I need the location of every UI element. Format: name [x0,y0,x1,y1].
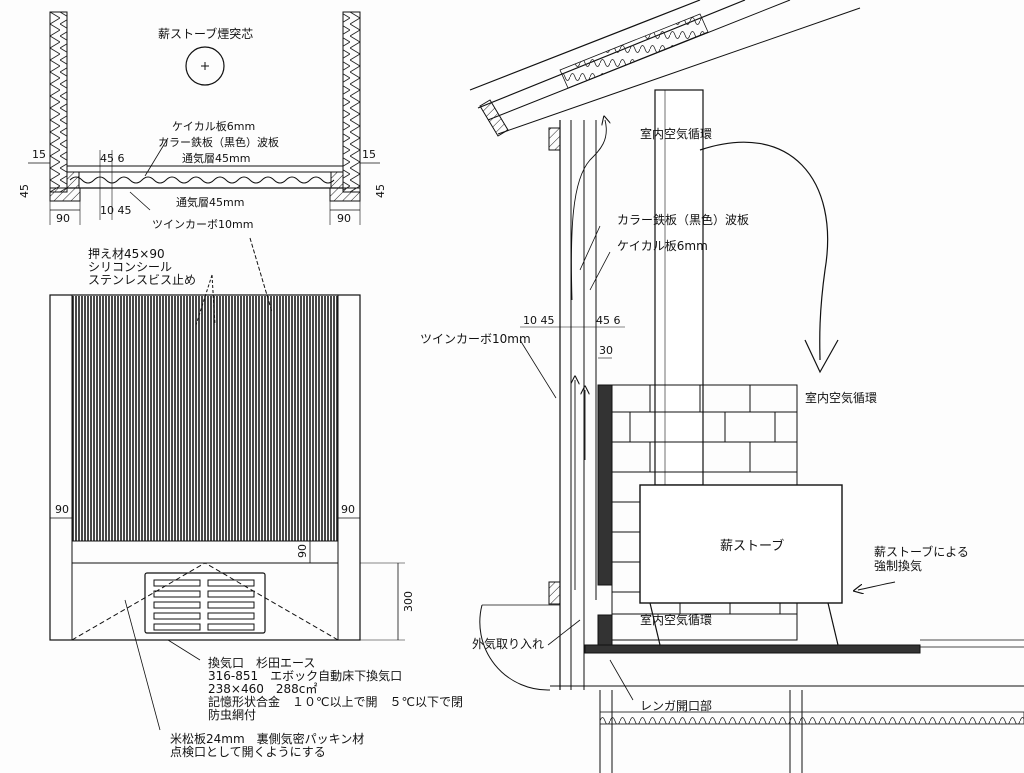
panel-note-block: 米松板24mm 裏側気密パッキン材 点検口として開くようにする [170,731,368,759]
chimney-center-label: 薪ストーブ煙突芯 [158,26,253,41]
plan-dim-15-right: 15 [362,148,376,161]
plan-twin-label: ツインカーボ10mm [152,218,253,231]
wood-stove [639,484,843,604]
fixing-note-line1: 押え材45×90 [88,247,165,261]
plan-board-label: ケイカル板6mm [172,119,255,133]
plan-vent-upper: 通気層45mm [182,151,250,165]
plan-dim-45-right: 45 [374,184,387,198]
plan-dim-15-left: 15 [32,148,46,161]
forced-vent-line1: 薪ストーブによる [874,544,969,559]
section-steel-label: カラー鉄板（黒色）波板 [617,212,749,227]
floor-vent-grille [144,572,266,634]
fixing-note-line3: ステンレスビス止め [88,273,196,287]
elevation-frame [49,294,361,641]
elevation-section: 押え材45×90 シリコンシール ステンレスビス止め [49,237,467,759]
corrugated-panel [72,296,338,541]
fixing-note-line2: シリコンシール [88,260,172,274]
vent-note-line: 記憶形状合金 １０℃以上で開 ５℃以下で閉 [208,694,463,709]
vent-note-block: 換気口 杉田エース 316-851 エボック自動床下換気口 238×460 28… [208,655,467,722]
section-board-label: ケイカル板6mm [617,239,708,253]
plan-dim-45-left: 45 [18,184,31,198]
plan-right-wall [342,11,361,193]
chimney-center-circle [185,46,225,86]
plan-dim-45-6: 45 6 [100,152,125,165]
panel-note-line: 点検口として開くようにする [170,745,326,759]
plan-dim-10-45: 10 45 [100,204,132,217]
stove-label: 薪ストーブ [720,538,784,554]
vent-note-line: 238×460 288c㎡ [208,682,317,696]
chimney-pipe [654,89,704,486]
section-dim-45-6: 45 6 [596,314,621,327]
hearth [584,644,921,654]
plan-section: 薪ストーブ煙突芯 ケイカル板6mm カラー鉄板（黒色）波板 通気層45mm 通気… [18,11,387,231]
circulation-bottom-label: 室内空気循環 [640,612,712,627]
outside-air-intake-label: 外気取り入れ [472,636,544,651]
plan-corrugated-sheet [69,176,335,184]
elev-dim-90-right: 90 [341,503,355,516]
section-dim-10-45: 10 45 [523,314,555,327]
elev-dim-90-mid: 90 [296,544,309,558]
dark-tiles [597,384,613,586]
section-dim-30: 30 [599,344,613,357]
circulation-top-label: 室内空気循環 [640,126,712,141]
vent-note-line: 316-851 エボック自動床下換気口 [208,668,402,683]
roof [469,0,861,137]
circulation-right-label: 室内空気循環 [805,390,877,405]
brick-opening-label: レンガ開口部 [640,698,712,713]
elev-dim-300: 300 [402,591,415,612]
section-twin-label: ツインカーボ10mm [420,332,531,346]
cross-section: 室内空気循環 カラー鉄板（黒色）波板 ケイカル板6mm ツインカーボ10mm 1… [420,0,1024,773]
vent-note-line: 換気口 杉田エース [208,655,315,670]
vent-note-line: 防虫網付 [208,707,256,722]
elev-dim-90-left: 90 [55,503,69,516]
panel-note-line: 米松板24mm 裏側気密パッキン材 [170,731,364,746]
plan-left-wall [49,11,68,193]
plan-vent-lower: 通気層45mm [176,195,244,209]
plan-dim-90-right: 90 [337,212,351,225]
plan-dim-90-left: 90 [56,212,70,225]
plan-steel-label: カラー鉄板（黒色）波板 [158,135,279,149]
forced-vent-line2: 強制換気 [874,558,922,573]
